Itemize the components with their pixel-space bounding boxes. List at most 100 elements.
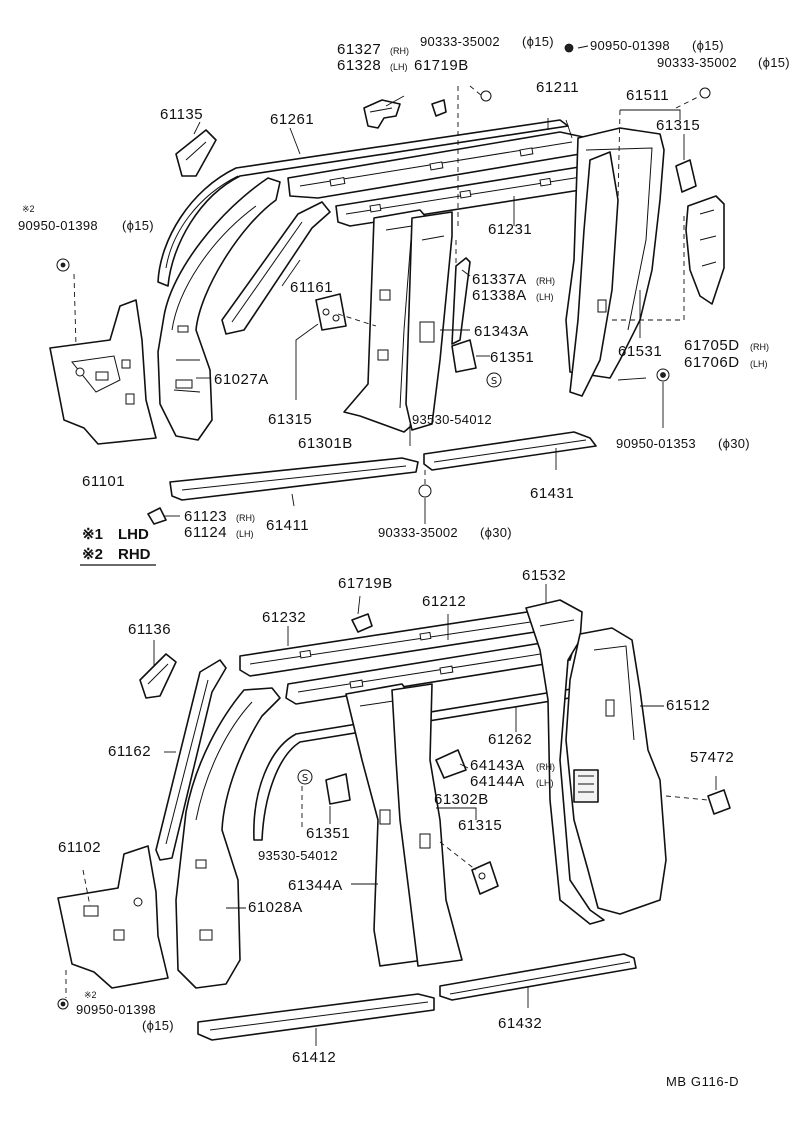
plate-61351-lower bbox=[325, 773, 351, 805]
label-61027a: 61027A bbox=[214, 371, 269, 388]
label-61351-lower: 61351 bbox=[306, 825, 350, 842]
label-clip-90950-01398-top-dim: (ϕ15) bbox=[692, 38, 724, 53]
label-61261: 61261 bbox=[270, 111, 314, 128]
label-61412: 61412 bbox=[292, 1049, 336, 1066]
label-61706d-suffix: (LH) bbox=[750, 359, 768, 369]
label-clip-90950-01353: 90950-01353 bbox=[616, 436, 696, 451]
front-pillar-61027a bbox=[157, 177, 281, 441]
quarter-inner-61532 bbox=[525, 599, 605, 925]
clip-90950-01353 bbox=[656, 368, 670, 382]
note2-mark: ※2 bbox=[82, 546, 103, 563]
label-clip-90950-01398-left-dim: (ϕ15) bbox=[122, 218, 154, 233]
label-61338a-suffix: (LH) bbox=[536, 292, 554, 302]
label-61411: 61411 bbox=[266, 517, 309, 534]
label-61351-top: 61351 bbox=[490, 349, 534, 366]
label-61162: 61162 bbox=[108, 743, 151, 760]
label-note2-left: ※2 bbox=[22, 204, 35, 214]
label-61512: 61512 bbox=[666, 697, 710, 714]
note1-mark: ※1 bbox=[82, 526, 103, 543]
cowl-side-panel-61102 bbox=[57, 845, 169, 989]
label-61719b-upper: 61719B bbox=[414, 57, 469, 74]
label-61101: 61101 bbox=[82, 473, 125, 490]
label-clip-90333-35002-bottom: 90333-35002 bbox=[378, 525, 458, 540]
plate-61315-mid bbox=[315, 293, 347, 331]
label-57472: 57472 bbox=[690, 749, 734, 766]
roof-side-rail-61261 bbox=[157, 119, 569, 287]
label-61706d: 61706D bbox=[684, 354, 740, 371]
label-61123-suffix: (RH) bbox=[236, 513, 255, 523]
label-screw-93530-54012-lower: 93530-54012 bbox=[258, 848, 338, 863]
label-61344a: 61344A bbox=[288, 877, 343, 894]
label-61315-lower: 61315 bbox=[458, 817, 502, 834]
label-clip-90333-35002-right: 90333-35002 bbox=[657, 55, 737, 70]
strip-61337a bbox=[451, 257, 471, 345]
pillar-inner-61343a bbox=[405, 211, 453, 431]
label-61705d-suffix: (RH) bbox=[750, 342, 769, 352]
bracket-64143a bbox=[435, 749, 467, 779]
label-61705d: 61705D bbox=[684, 337, 740, 354]
bracket-61123 bbox=[147, 507, 167, 525]
plate-61315-top bbox=[675, 159, 697, 193]
rocker-inner-61431 bbox=[423, 431, 597, 471]
label-clip-90950-01398-left: 90950-01398 bbox=[18, 218, 98, 233]
label-61212: 61212 bbox=[422, 593, 466, 610]
bracket-57472 bbox=[707, 789, 731, 815]
label-61123: 61123 bbox=[184, 508, 227, 525]
label-61337a-suffix: (RH) bbox=[536, 276, 555, 286]
plate-61351-top bbox=[451, 339, 477, 373]
clip-90950-01398-left bbox=[56, 258, 70, 272]
label-61102: 61102 bbox=[58, 839, 101, 856]
label-61136: 61136 bbox=[128, 621, 171, 638]
label-61135: 61135 bbox=[160, 106, 203, 123]
label-61028a: 61028A bbox=[248, 899, 303, 916]
bracket-61327 bbox=[363, 99, 401, 129]
pillar-reinforcement-61161 bbox=[221, 201, 331, 335]
cowl-side-panel-61101 bbox=[49, 299, 157, 445]
label-61124-suffix: (LH) bbox=[236, 529, 254, 539]
label-61301b: 61301B bbox=[298, 435, 353, 452]
label-61315-top: 61315 bbox=[656, 117, 700, 134]
label-64144a: 64144A bbox=[470, 773, 525, 790]
label-note2-lower: ※2 bbox=[84, 990, 97, 1000]
label-61532: 61532 bbox=[522, 567, 566, 584]
label-clip-90333-35002-top-dim: (ϕ15) bbox=[522, 34, 554, 49]
label-61328: 61328 bbox=[337, 57, 381, 74]
clip-90333-35002-right bbox=[699, 87, 711, 99]
label-61124: 61124 bbox=[184, 524, 227, 541]
front-pillar-61028a bbox=[175, 687, 281, 989]
label-clip-90950-01398-lower-dim: (ϕ15) bbox=[142, 1018, 174, 1033]
screw-93530-lower-icon: S bbox=[297, 769, 313, 785]
screw-93530-icon: S bbox=[486, 372, 502, 388]
label-clip-90950-01398-top: 90950-01398 bbox=[590, 38, 670, 53]
label-clip-90333-35002-top: 90333-35002 bbox=[420, 34, 500, 49]
svg-text:S: S bbox=[302, 773, 308, 784]
bracket-61719b-lower bbox=[351, 613, 373, 633]
label-61327: 61327 bbox=[337, 41, 381, 58]
diagram-code: MB G116-D bbox=[666, 1074, 739, 1089]
label-61315-mid: 61315 bbox=[268, 411, 312, 428]
label-clip-90333-35002-right-dim: (ϕ15) bbox=[758, 55, 790, 70]
note2-text: RHD bbox=[118, 546, 151, 563]
label-screw-93530-54012-top: 93530-54012 bbox=[412, 412, 492, 427]
label-61337a: 61337A bbox=[472, 271, 527, 288]
label-61302b: 61302B bbox=[434, 791, 489, 808]
label-61328-suffix: (LH) bbox=[390, 62, 408, 72]
clip-90950-01398-top bbox=[564, 43, 574, 53]
label-61511: 61511 bbox=[626, 87, 669, 104]
label-clip-90333-35002-bottom-dim: (ϕ30) bbox=[480, 525, 512, 540]
label-61432: 61432 bbox=[498, 1015, 542, 1032]
rocker-inner-61432 bbox=[439, 953, 637, 1001]
label-61327-suffix: (RH) bbox=[390, 46, 409, 56]
clip-90333-35002-bottom bbox=[418, 484, 432, 498]
reinforcement-61136 bbox=[139, 653, 177, 699]
label-61719b-lower: 61719B bbox=[338, 575, 393, 592]
clip-90950-01398-lower bbox=[57, 998, 69, 1010]
pillar-inner-61344a bbox=[391, 683, 463, 967]
label-64143a: 64143A bbox=[470, 757, 525, 774]
reinforcement-61135 bbox=[175, 129, 217, 177]
label-61161: 61161 bbox=[290, 279, 333, 296]
rocker-panel-61411 bbox=[169, 457, 419, 501]
label-61231: 61231 bbox=[488, 221, 532, 238]
